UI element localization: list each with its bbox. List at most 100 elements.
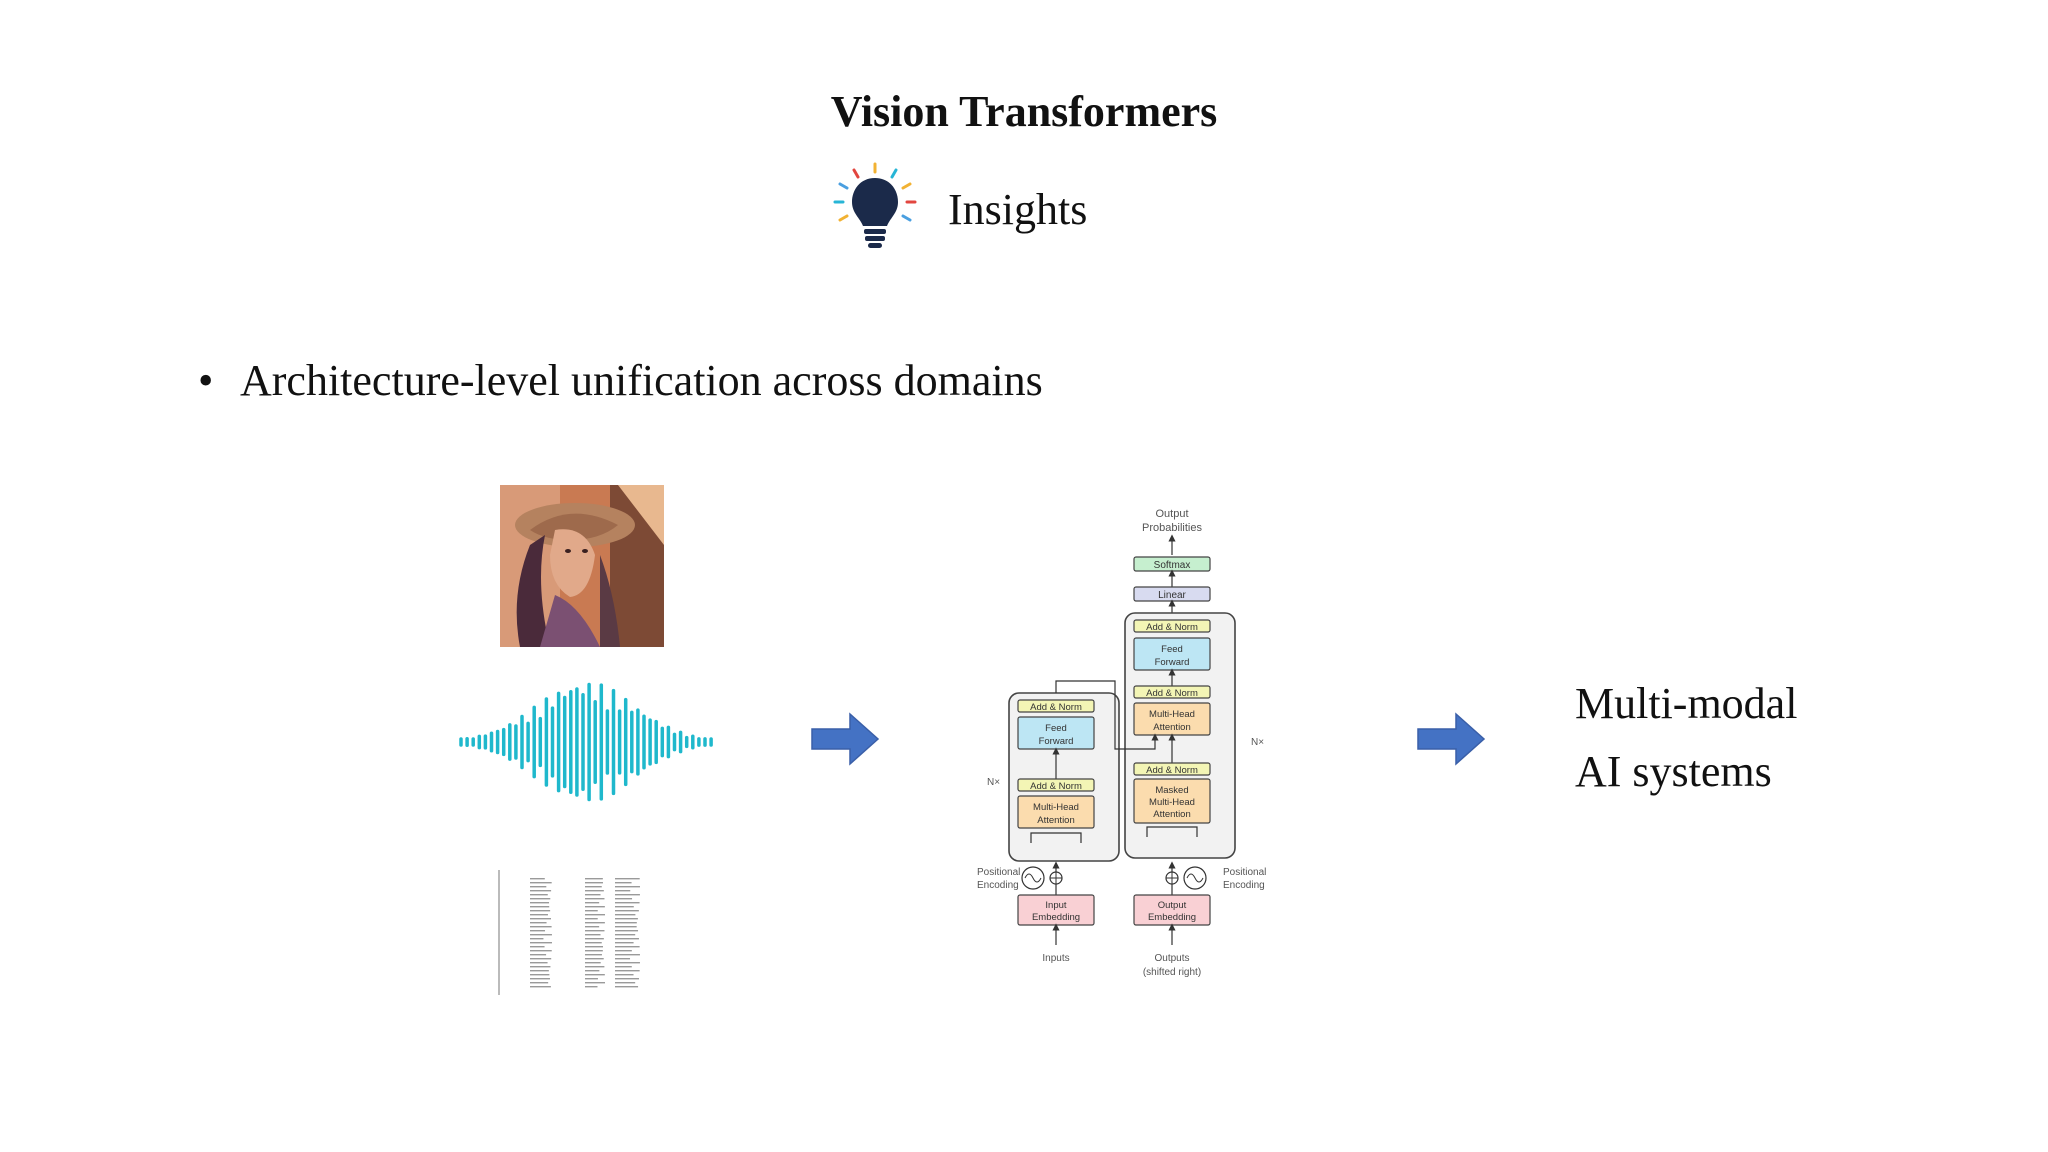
document-text-line <box>530 934 552 936</box>
transformer-architecture-diagram: Output Probabilities Softmax Linear Add … <box>977 508 1266 978</box>
document-text-line <box>585 894 601 896</box>
svg-text:Encoding: Encoding <box>1223 880 1265 891</box>
document-text-line <box>530 986 551 988</box>
document-text-line <box>530 894 548 896</box>
svg-text:Add & Norm: Add & Norm <box>1146 622 1198 633</box>
result-text: Multi-modal AI systems <box>1575 670 1797 806</box>
document-text-line <box>530 882 552 884</box>
document-text-line <box>615 978 639 980</box>
document-text-line <box>585 910 598 912</box>
document-text-line <box>530 902 550 904</box>
audio-waveform-icon <box>459 682 713 802</box>
document-text-line <box>585 962 601 964</box>
document-text-line <box>585 890 604 892</box>
decoder-add-norm-2 <box>1133 685 1211 699</box>
document-text-line <box>585 966 605 968</box>
encoder-add-norm-1 <box>1017 778 1095 792</box>
document-text-line <box>530 950 552 952</box>
document-text-line <box>615 926 637 928</box>
document-text-line <box>615 962 640 964</box>
bullet-item: •Architecture-level unification across d… <box>198 352 1043 410</box>
document-text-line <box>530 978 550 980</box>
document-text-line <box>585 886 602 888</box>
document-text-line <box>585 970 600 972</box>
document-text-line <box>615 986 639 988</box>
svg-text:Multi-Head: Multi-Head <box>1149 709 1195 720</box>
document-text-line <box>585 902 600 904</box>
document-text-line <box>615 966 632 968</box>
document-text-line <box>585 942 602 944</box>
document-text-line <box>615 954 640 956</box>
document-text-line <box>530 886 547 888</box>
svg-text:Attention: Attention <box>1153 722 1191 733</box>
right-arrow-icon <box>1417 712 1486 766</box>
document-text-line <box>585 978 598 980</box>
document-text-line <box>530 982 549 984</box>
document-text-line <box>615 882 632 884</box>
text-document-icon <box>498 870 640 995</box>
outputs-shifted-label: (shifted right) <box>1143 967 1201 978</box>
document-text-line <box>615 934 636 936</box>
outputs-label: Outputs <box>1154 953 1189 964</box>
document-text-line <box>585 930 605 932</box>
document-text-line <box>615 942 634 944</box>
document-text-line <box>615 974 634 976</box>
inputs-label: Inputs <box>1042 953 1069 964</box>
svg-text:Attention: Attention <box>1153 809 1191 820</box>
document-text-line <box>615 950 632 952</box>
document-text-line <box>585 934 601 936</box>
svg-text:Feed: Feed <box>1045 723 1067 734</box>
svg-text:Positional: Positional <box>1223 867 1266 878</box>
svg-text:Embedding: Embedding <box>1148 912 1196 923</box>
document-text-line <box>530 878 545 880</box>
document-text-line <box>585 882 603 884</box>
document-text-line <box>585 986 598 988</box>
bullet-marker: • <box>198 356 214 405</box>
svg-text:Add & Norm: Add & Norm <box>1146 688 1198 699</box>
document-text-line <box>585 958 604 960</box>
document-text-line <box>530 926 552 928</box>
output-probabilities-label: Output <box>1155 508 1188 520</box>
document-text-line <box>615 906 634 908</box>
document-text-line <box>585 878 603 880</box>
slide-title: Vision Transformers <box>830 87 1218 136</box>
encoder-multi-head-attention <box>1017 795 1095 829</box>
insights-label: Insights <box>948 185 1088 234</box>
document-text-line <box>585 914 605 916</box>
document-text-line <box>615 886 640 888</box>
insights-header: Insights <box>820 160 1240 260</box>
output-probabilities-label-2: Probabilities <box>1142 522 1202 534</box>
document-text-line <box>530 942 552 944</box>
document-text-line <box>585 906 605 908</box>
svg-text:Add & Norm: Add & Norm <box>1030 781 1082 792</box>
document-text-line <box>615 958 631 960</box>
document-text-line <box>585 922 605 924</box>
svg-text:Forward: Forward <box>1155 657 1190 668</box>
document-text-line <box>585 938 604 940</box>
document-text-line <box>615 922 637 924</box>
document-text-line <box>530 906 550 908</box>
svg-text:Masked: Masked <box>1155 785 1188 796</box>
document-text-line <box>615 930 639 932</box>
document-text-line <box>615 898 633 900</box>
svg-text:Input: Input <box>1045 900 1066 911</box>
document-text-line <box>585 982 605 984</box>
document-text-line <box>585 946 603 948</box>
result-line-2: AI systems <box>1575 747 1772 796</box>
svg-text:Positional: Positional <box>977 867 1020 878</box>
svg-text:Multi-Head: Multi-Head <box>1149 797 1195 808</box>
document-text-line <box>585 926 600 928</box>
svg-text:Softmax: Softmax <box>1154 560 1191 571</box>
svg-text:Add & Norm: Add & Norm <box>1146 765 1198 776</box>
document-text-line <box>530 922 547 924</box>
document-text-line <box>615 970 640 972</box>
document-text-line <box>530 954 547 956</box>
document-text-line <box>530 890 552 892</box>
document-text-line <box>530 938 544 940</box>
document-text-line <box>530 914 548 916</box>
document-text-line <box>530 966 551 968</box>
document-text-line <box>585 974 605 976</box>
document-text-line <box>615 918 638 920</box>
document-text-line <box>530 974 550 976</box>
decoder-add-norm-3 <box>1133 619 1211 633</box>
